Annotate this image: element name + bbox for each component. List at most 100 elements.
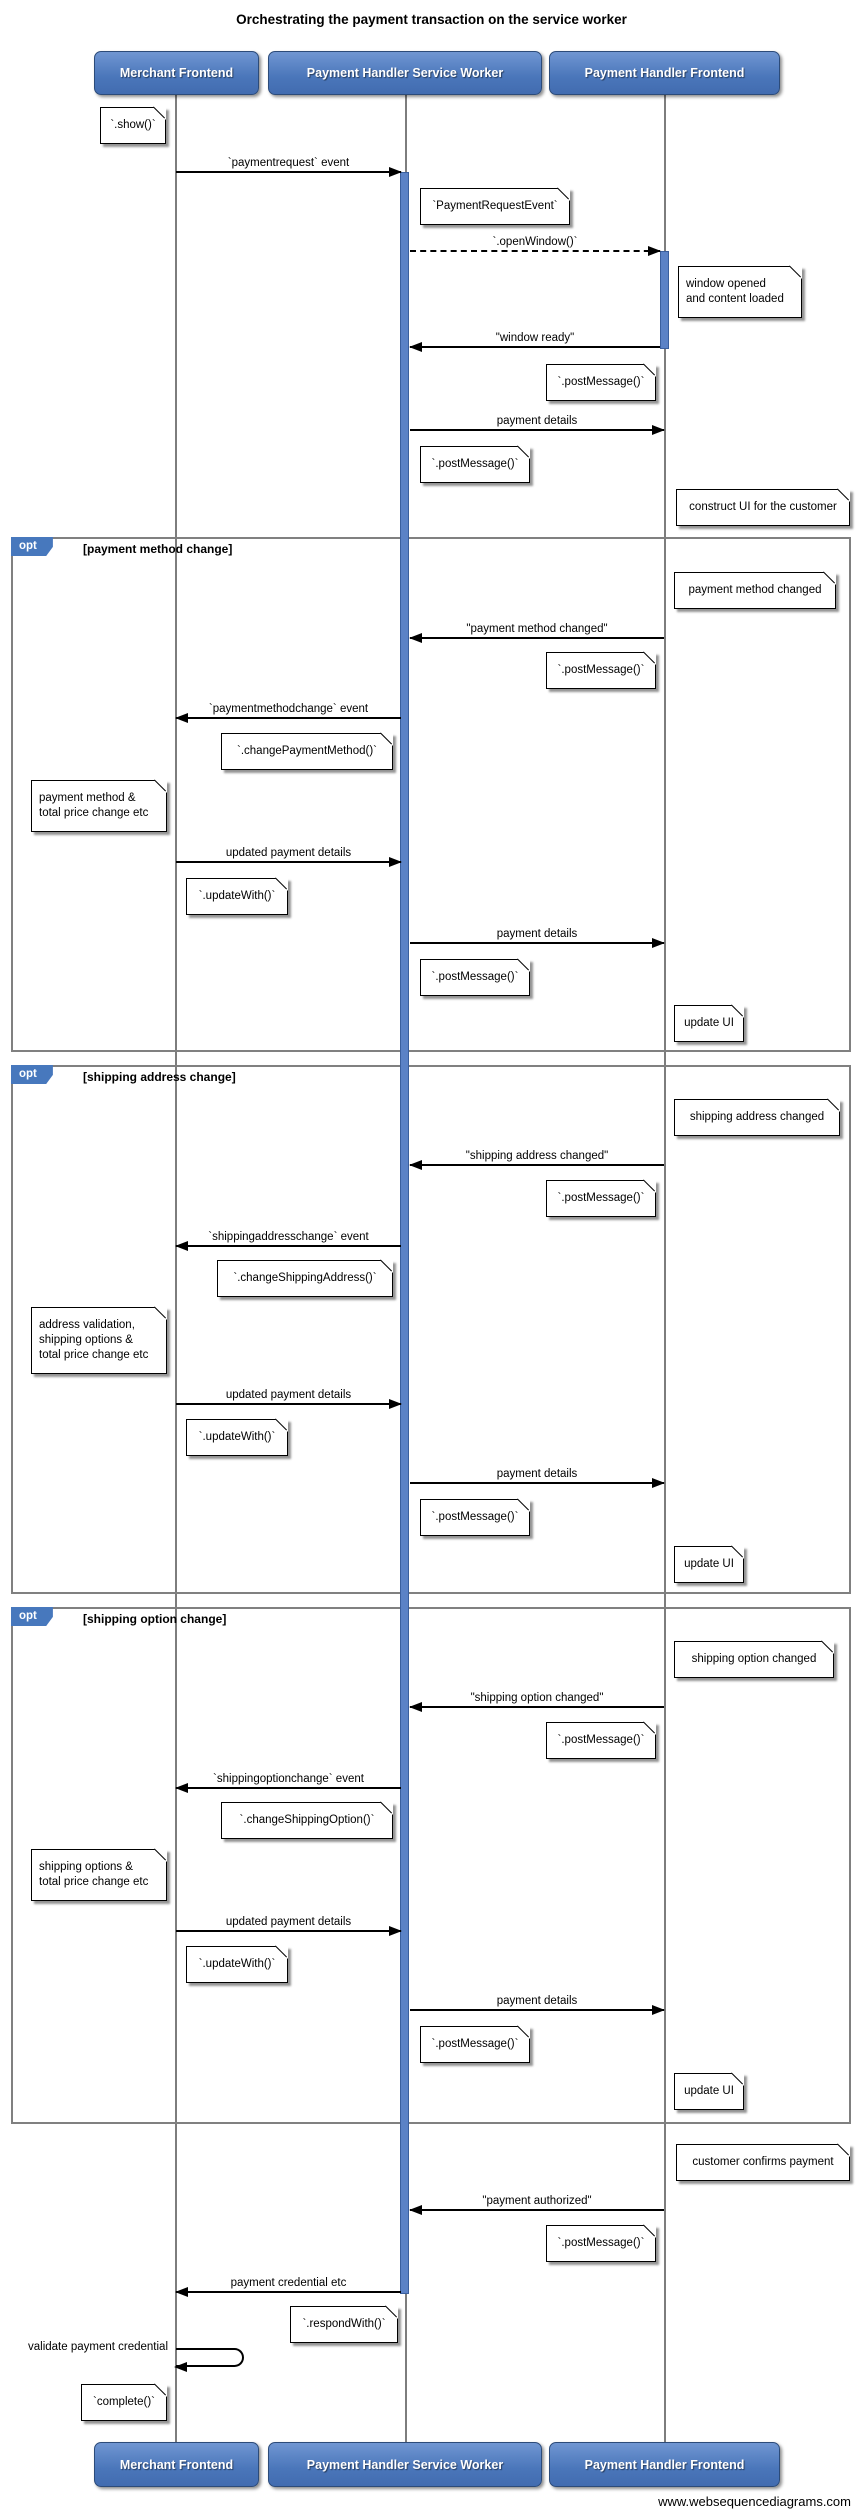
- message-shippingaddresschange-event: `shippingaddresschange` event: [175, 1227, 401, 1251]
- opt-keyword-tab: opt: [11, 1607, 53, 1626]
- arrowhead: [409, 342, 422, 352]
- activation-bar-payment-handler-frontend: [660, 251, 669, 349]
- message-payment-details-2: payment details: [410, 924, 665, 948]
- arrowhead: [409, 633, 422, 643]
- self-message-label: validate payment credential: [28, 2341, 168, 2353]
- message-updated-payment-details-3: updated payment details: [176, 1912, 402, 1936]
- arrowhead: [409, 1702, 422, 1712]
- note-changeshippingoption: `.changeShippingOption()`: [221, 1802, 393, 1839]
- note-payment-method-changed: payment method changed: [674, 572, 836, 609]
- message-label: `shippingaddresschange` event: [208, 1231, 369, 1243]
- arrow-line: [410, 942, 664, 944]
- message-openwindow: `.openWindow()`: [410, 232, 661, 256]
- arrow-line: [176, 171, 401, 173]
- arrow-line: [176, 861, 401, 863]
- message-window-ready: "window ready": [409, 328, 660, 352]
- arrow-line: [176, 717, 401, 719]
- message-shippingoptionchange-event: `shippingoptionchange` event: [175, 1769, 401, 1793]
- arrowhead: [409, 2205, 422, 2215]
- note-postmessage-3: `.postMessage()`: [546, 652, 656, 689]
- arrowhead: [652, 425, 665, 435]
- message-updated-payment-details-2: updated payment details: [176, 1385, 402, 1409]
- arrowhead: [175, 1783, 188, 1793]
- arrow-line: [410, 1706, 664, 1708]
- message-label: `paymentmethodchange` event: [208, 703, 369, 715]
- arrow-line: [410, 1482, 664, 1484]
- arrowhead: [174, 2362, 187, 2372]
- message-label: "payment authorized": [482, 2195, 592, 2207]
- note-updatewith-3: `.updateWith()`: [186, 1946, 288, 1983]
- opt-keyword-tab: opt: [11, 537, 53, 556]
- message-label: updated payment details: [225, 847, 352, 859]
- message-payment-details-1: payment details: [410, 411, 665, 435]
- message-label: `shippingoptionchange` event: [213, 1773, 364, 1785]
- arrow-line: [176, 1245, 401, 1247]
- lifeline-payment-handler-frontend: [664, 92, 666, 2442]
- message-label: payment credential etc: [230, 2277, 347, 2289]
- message-shipping-option-changed: "shipping option changed": [409, 1688, 664, 1712]
- arrow-line: [410, 429, 664, 431]
- opt-condition: [payment method change]: [83, 542, 233, 556]
- message-payment-method-changed: "payment method changed": [409, 619, 664, 643]
- opt-block-payment-method-change: opt [payment method change]: [11, 537, 851, 1052]
- note-update-ui-2: update UI: [674, 1546, 744, 1583]
- opt-keyword: opt: [19, 540, 37, 552]
- arrow-line: [410, 346, 660, 348]
- arrow-line: [410, 250, 660, 252]
- message-shipping-address-changed: "shipping address changed": [409, 1146, 664, 1170]
- arrow-line: [410, 637, 664, 639]
- participant-payment-handler-service-worker-top: Payment Handler Service Worker: [268, 51, 542, 95]
- message-paymentmethodchange-event: `paymentmethodchange` event: [175, 699, 401, 723]
- note-postmessage-7: `.postMessage()`: [546, 1722, 656, 1759]
- arrowhead: [652, 2005, 665, 2015]
- arrowhead: [389, 1926, 402, 1936]
- message-payment-credential-etc: payment credential etc: [175, 2273, 401, 2297]
- arrow-line: [176, 2291, 401, 2293]
- arrow-line: [176, 1930, 401, 1932]
- arrowhead: [648, 246, 661, 256]
- opt-keyword-tab: opt: [11, 1065, 53, 1084]
- note-respondwith: `.respondWith()`: [290, 2306, 398, 2343]
- arrowhead: [652, 1478, 665, 1488]
- self-message-loop: [174, 2348, 244, 2372]
- note-postmessage-6: `.postMessage()`: [420, 1499, 530, 1536]
- note-update-ui-3: update UI: [674, 2073, 744, 2110]
- message-label: `.openWindow()`: [492, 236, 578, 248]
- message-payment-details-4: payment details: [410, 1991, 665, 2015]
- opt-keyword: opt: [19, 1068, 37, 1080]
- message-label: payment details: [496, 928, 578, 940]
- arrowhead: [409, 1160, 422, 1170]
- note-changepaymentmethod: `.changePaymentMethod()`: [221, 733, 393, 770]
- message-label: "shipping option changed": [470, 1692, 604, 1704]
- note-window-opened: window opened and content loaded: [678, 266, 802, 318]
- note-paymentrequestevent: `PaymentRequestEvent`: [420, 188, 570, 225]
- arrowhead: [175, 1241, 188, 1251]
- arrow-line: [410, 2009, 664, 2011]
- arrow-line: [410, 2209, 664, 2211]
- message-label: "window ready": [495, 332, 575, 344]
- note-complete: `complete()`: [81, 2384, 167, 2421]
- arrow-line: [410, 1164, 664, 1166]
- arrowhead: [389, 1399, 402, 1409]
- message-label: updated payment details: [225, 1389, 352, 1401]
- note-postmessage-8: `.postMessage()`: [420, 2026, 530, 2063]
- message-label: `paymentrequest` event: [227, 157, 350, 169]
- message-label: payment details: [496, 415, 578, 427]
- note-payment-method-total-price: payment method & total price change etc: [31, 780, 167, 832]
- note-show: `.show()`: [100, 107, 166, 144]
- note-postmessage-9: `.postMessage()`: [546, 2225, 656, 2262]
- note-shipping-address-changed: shipping address changed: [674, 1099, 840, 1136]
- message-updated-payment-details-1: updated payment details: [176, 843, 402, 867]
- arrowhead: [389, 167, 402, 177]
- message-paymentrequest-event: `paymentrequest` event: [176, 153, 402, 177]
- activation-bar-service-worker: [400, 172, 409, 2294]
- note-construct-ui: construct UI for the customer: [676, 489, 850, 526]
- message-label: updated payment details: [225, 1916, 352, 1928]
- message-label: payment details: [496, 1995, 578, 2007]
- arrowhead: [175, 713, 188, 723]
- watermark: www.websequencediagrams.com: [658, 2494, 851, 2509]
- arrow-line: [176, 1403, 401, 1405]
- message-label: "shipping address changed": [465, 1150, 609, 1162]
- message-label: payment details: [496, 1468, 578, 1480]
